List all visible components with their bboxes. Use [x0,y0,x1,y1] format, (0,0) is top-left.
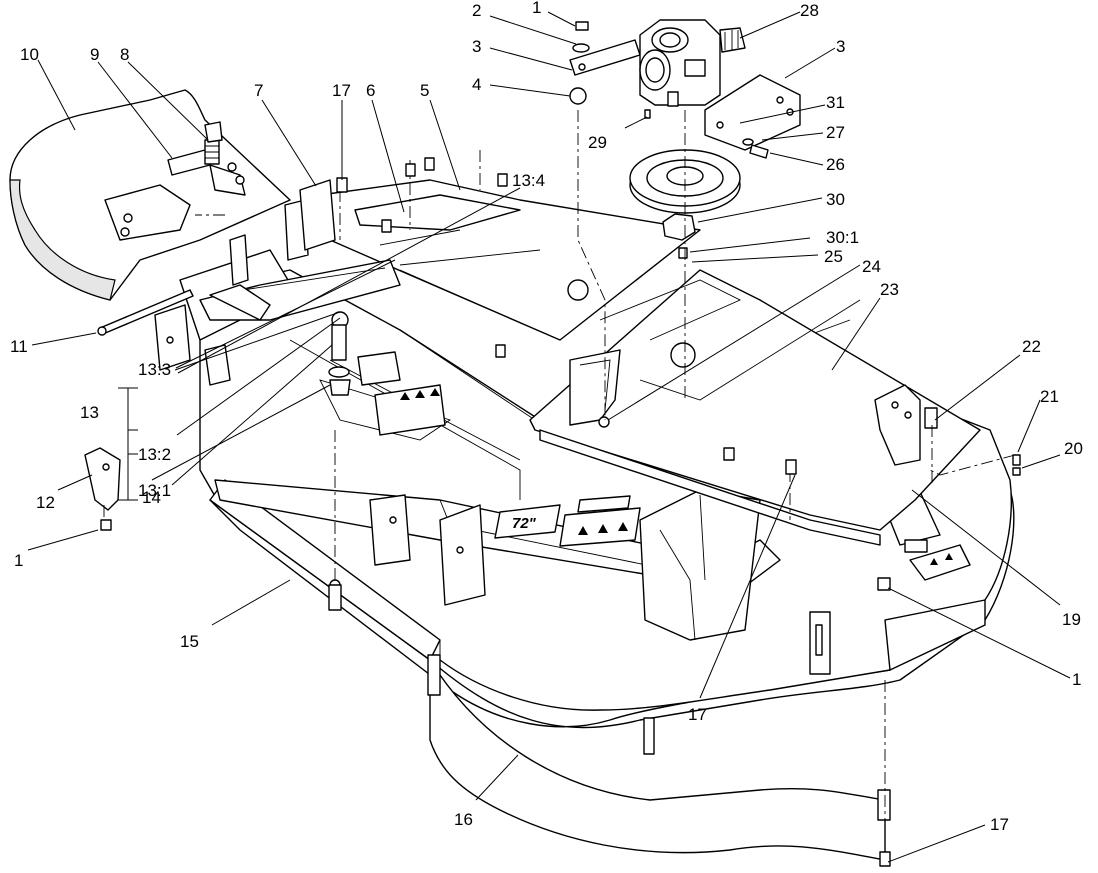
rear-belt-shield [9,89,291,301]
callout-labels: 1 2 3 4 28 3 31 27 26 29 30 30:1 25 24 2… [10,0,1083,834]
callout-20: 20 [1064,439,1083,458]
callout-13-4: 13:4 [512,171,545,190]
belt-cover-plate [529,269,981,546]
callout-5: 5 [420,81,429,100]
callout-14: 14 [142,488,161,507]
size-decal: 72" [494,504,561,539]
decal-text: 72" [512,515,537,532]
callout-30: 30 [826,190,845,209]
callout-6: 6 [366,81,375,100]
callout-7: 7 [254,81,263,100]
callout-4: 4 [472,75,481,94]
callout-1-right: 1 [1072,670,1081,689]
callout-13-3: 13:3 [138,360,171,379]
callout-3-left: 3 [472,37,481,56]
callout-31: 31 [826,93,845,112]
callout-13-1: 13:1 [138,481,171,500]
callout-17-mid: 17 [688,705,707,724]
callout-30-1: 30:1 [826,228,859,247]
callout-10: 10 [20,45,39,64]
callout-1-top: 1 [532,0,541,17]
right-hitch-bracket [874,384,938,466]
fasteners [328,157,1021,867]
rear-cover-plates [319,179,701,341]
left-mount-brackets [154,179,401,396]
callout-3-right: 3 [836,37,845,56]
callout-19: 19 [1062,610,1081,629]
front-baffle-band [429,659,886,861]
callout-26: 26 [826,155,845,174]
callout-13-2: 13:2 [138,445,171,464]
callout-21: 21 [1040,387,1059,406]
callout-12: 12 [36,493,55,512]
callout-8: 8 [120,45,129,64]
callout-22: 22 [1022,337,1041,356]
callout-28: 28 [800,1,819,20]
gearbox-assembly [569,19,801,159]
callout-13: 13 [80,403,99,422]
callout-24: 24 [862,257,881,276]
pivot-rod [97,289,194,336]
callout-2: 2 [472,1,481,20]
callout-16: 16 [454,810,473,829]
callout-17-top: 17 [332,81,351,100]
callout-29: 29 [588,133,607,152]
callout-1-left: 1 [14,551,23,570]
front-hitch-bracket [639,489,761,641]
callout-11: 11 [10,337,28,356]
callout-25: 25 [824,247,843,266]
callout-17-bottom: 17 [990,815,1009,834]
leader-lines [27,11,1071,863]
callout-27: 27 [826,123,845,142]
bracket-12 [84,447,121,531]
callout-15: 15 [180,632,199,651]
callout-9: 9 [90,45,99,64]
callout-23: 23 [880,280,899,299]
